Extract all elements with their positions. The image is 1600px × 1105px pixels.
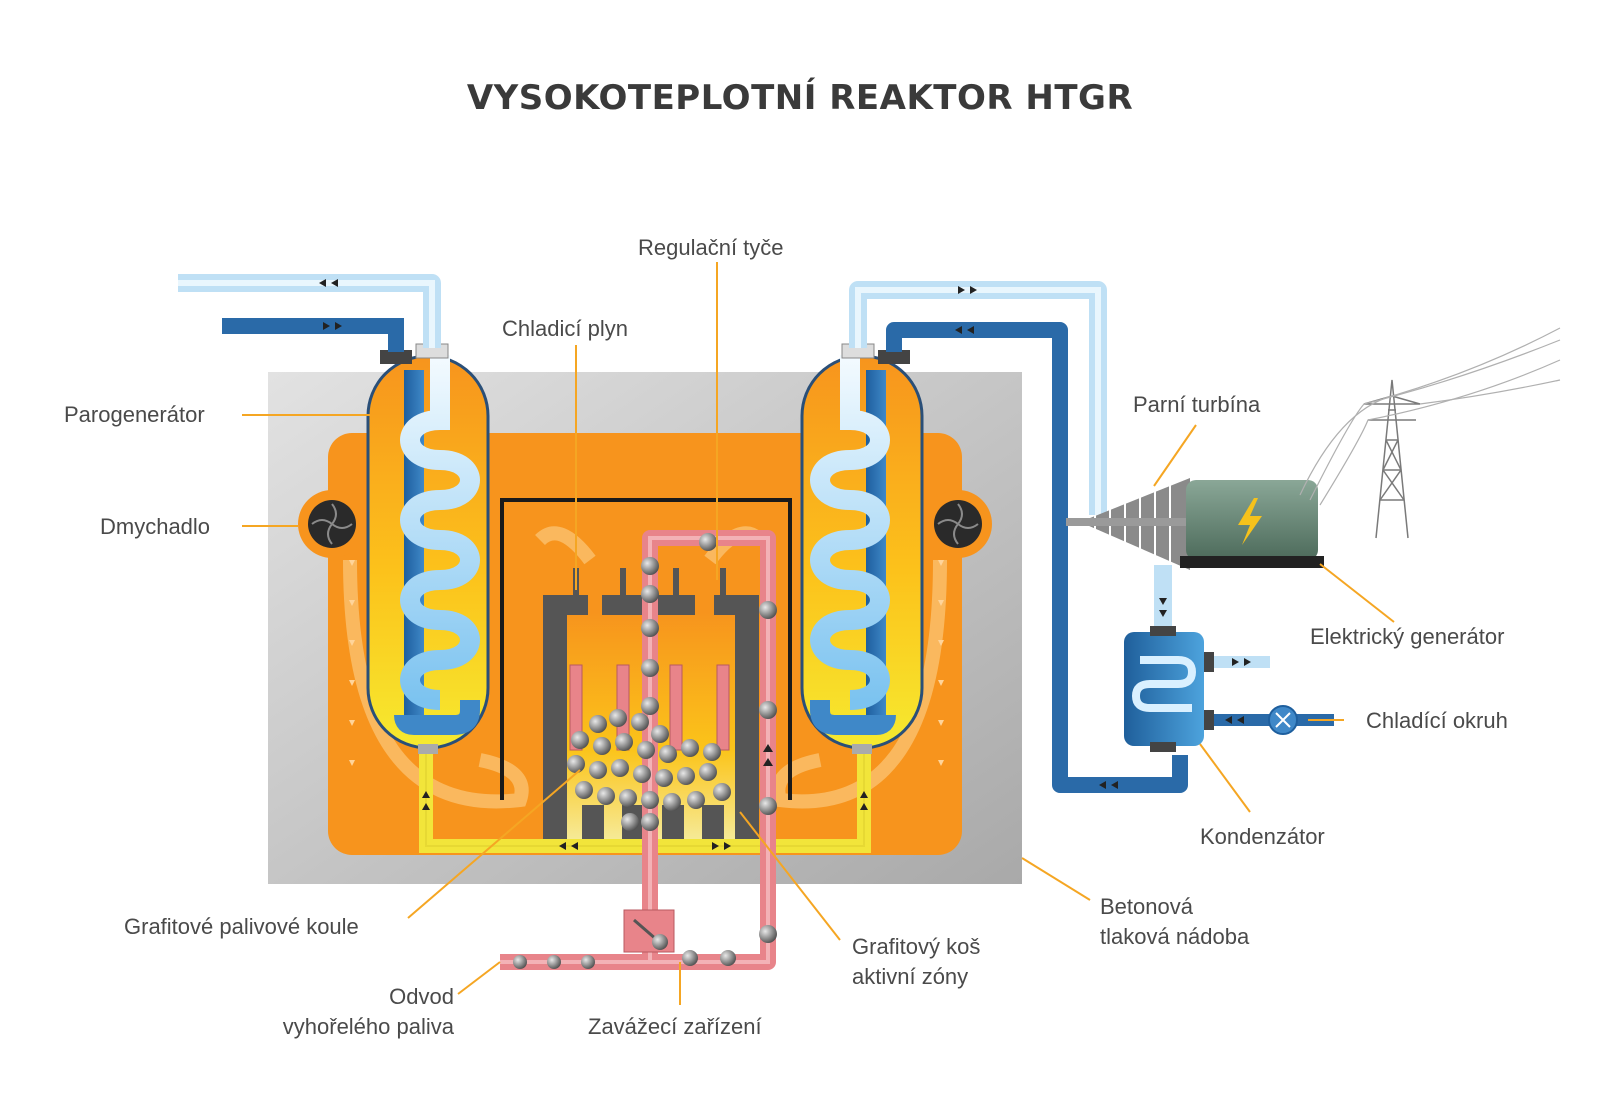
right-steam-pipes (849, 281, 1188, 793)
leader-lines (242, 262, 1395, 1005)
label-betonova-line2: tlaková nádoba (1100, 924, 1250, 949)
lightning-icon (1238, 498, 1262, 545)
label-kondenzator: Kondenzátor (1200, 824, 1325, 849)
diagram-title: VYSOKOTEPLOTNÍ REAKTOR HTGR (466, 78, 1134, 118)
blower-icon (924, 490, 992, 558)
label-zavazeci-zarizeni: Zavážecí zařízení (588, 1014, 762, 1039)
label-regulacni-tyce: Regulační tyče (638, 235, 784, 260)
left-steam-pipes (178, 274, 441, 352)
control-rods (569, 568, 730, 751)
label-betonova-line1: Betonová (1100, 894, 1193, 919)
pump-icon (1268, 705, 1298, 735)
label-grafitovy-kos-line1: Grafitový koš (852, 934, 981, 959)
label-grafitove-koule: Grafitové palivové koule (124, 914, 359, 939)
turbine-condenser-pipe (1154, 565, 1172, 635)
steam-generator-left (366, 343, 490, 754)
fuel-loading-system (500, 530, 776, 970)
label-grafitovy-kos-line2: aktivní zóny (852, 964, 969, 989)
cooling-circuit (1214, 656, 1334, 735)
core-enclosure (500, 498, 792, 800)
fuel-pebbles (513, 533, 777, 969)
graphite-basket (543, 595, 759, 845)
pylon-icon (1363, 379, 1421, 539)
label-elektricky-generator: Elektrický generátor (1310, 624, 1505, 649)
label-odvod-line1: Odvod (389, 984, 454, 1009)
condenser (1124, 626, 1214, 752)
label-parogenerator: Parogenerátor (64, 402, 205, 427)
blower-icon (298, 490, 366, 558)
label-dmychadlo: Dmychadlo (100, 514, 211, 539)
label-parni-turbina: Parní turbína (1133, 392, 1261, 417)
power-lines (1299, 327, 1561, 506)
label-chladici-plyn: Chladicí plyn (502, 316, 628, 341)
gas-flow-arrows (349, 560, 944, 766)
electric-generator (1180, 480, 1324, 568)
steam-generator-right (800, 343, 924, 754)
turbine-icon (1066, 478, 1196, 570)
label-odvod-line2: vyhořelého paliva (282, 1014, 454, 1039)
label-chladici-okruh: Chladící okruh (1366, 708, 1508, 733)
